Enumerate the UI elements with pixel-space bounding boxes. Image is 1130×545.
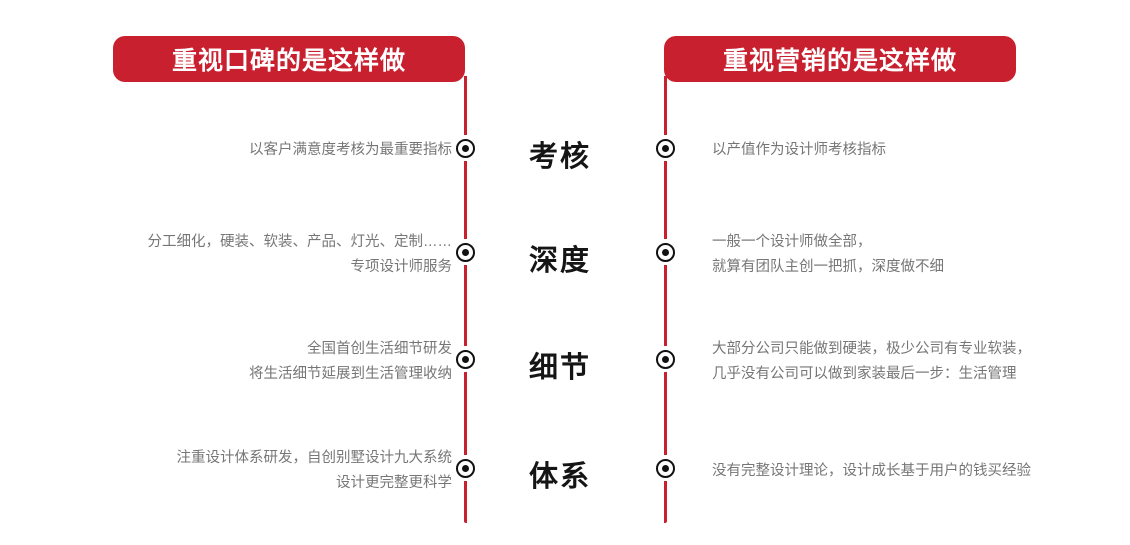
row-left-text: 注重设计体系研发，自创别墅设计九大系统 设计更完整更科学 xyxy=(176,450,453,491)
row-left-text: 分工细化，硬装、软装、产品、灯光、定制…… 专项设计师服务 xyxy=(147,234,453,275)
timeline-rail-right xyxy=(664,76,667,523)
row-category-label: 考核 xyxy=(528,141,591,173)
bullet-marker-left xyxy=(456,243,475,262)
timeline-rail-left xyxy=(464,76,467,523)
row-right-text: 以产值作为设计师考核指标 xyxy=(712,142,886,158)
row-right-text: 没有完整设计理论，设计成长基于用户的钱买经验 xyxy=(712,463,1031,479)
row-category-label: 深度 xyxy=(528,245,591,277)
row-right-text: 大部分公司只能做到硬装，极少公司有专业软装， 几乎没有公司可以做到家装最后一步：… xyxy=(712,341,1031,382)
banner-right-title: 重视营销的是这样做 xyxy=(664,36,1016,82)
row-left-text: 以客户满意度考核为最重要指标 xyxy=(249,142,452,158)
row-category-label: 体系 xyxy=(528,461,591,493)
bullet-marker-right xyxy=(656,243,675,262)
bullet-marker-right xyxy=(656,459,675,478)
bullet-marker-right xyxy=(656,350,675,369)
banner-left-title: 重视口碑的是这样做 xyxy=(113,36,465,82)
bullet-marker-right xyxy=(656,139,675,158)
bullet-marker-left xyxy=(456,350,475,369)
row-category-label: 细节 xyxy=(528,352,591,384)
row-right-text: 一般一个设计师做全部， 就算有团队主创一把抓，深度做不细 xyxy=(712,234,944,275)
bullet-marker-left xyxy=(456,139,475,158)
bullet-marker-left xyxy=(456,459,475,478)
row-left-text: 全国首创生活细节研发 将生活细节延展到生活管理收纳 xyxy=(249,341,452,382)
